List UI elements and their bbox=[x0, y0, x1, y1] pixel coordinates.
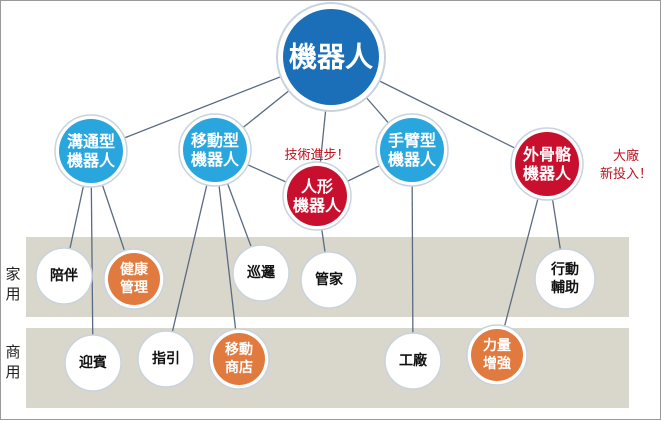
node-label-root: 機器人 bbox=[289, 41, 373, 74]
node-label-l8-1: 商店 bbox=[225, 359, 253, 376]
node-circle-l6 bbox=[69, 339, 117, 387]
node-label-c1-1: 機器人 bbox=[67, 151, 116, 170]
node-label-c3-0: 人形 bbox=[301, 177, 333, 196]
node-label-l3-0: 巡邏 bbox=[247, 264, 276, 281]
node-circle-l7 bbox=[142, 335, 190, 383]
node-circle-l2 bbox=[108, 253, 160, 305]
node-circle-l8 bbox=[213, 333, 265, 385]
vendor-note-2: 新投入！ bbox=[600, 166, 652, 182]
tech-progress-note: 技術進步！ bbox=[284, 148, 349, 163]
nodes: 機器人溝通型機器人移動型機器人人形機器人手臂型機器人外骨骼機器人陪伴健康管理巡邏… bbox=[35, 2, 596, 392]
commercial-use-label-1: 商 bbox=[5, 343, 20, 361]
node-label-l5-1: 輔助 bbox=[551, 279, 579, 296]
node-circle-l9 bbox=[389, 337, 437, 385]
node-circle-c1 bbox=[59, 119, 123, 183]
node-label-l5-0: 行動 bbox=[550, 261, 579, 278]
node-label-c4-0: 手臂型 bbox=[388, 131, 436, 150]
node-circle-c2 bbox=[183, 118, 247, 182]
home-use-label-2: 用 bbox=[5, 285, 20, 303]
node-label-l8-0: 移動 bbox=[225, 341, 253, 358]
node-l1: 陪伴 bbox=[35, 247, 93, 305]
node-label-l2-1: 管理 bbox=[120, 279, 148, 296]
node-label-c4-1: 機器人 bbox=[388, 150, 437, 169]
vendor-note-1: 大廠 bbox=[613, 148, 639, 164]
node-circle-c3 bbox=[287, 166, 347, 226]
node-label-l6-0: 迎賓 bbox=[79, 354, 107, 371]
node-label-l10-1: 增強 bbox=[483, 355, 511, 372]
commercial-use-band bbox=[26, 328, 629, 408]
node-l9: 工廠 bbox=[384, 332, 442, 390]
node-circle-l3 bbox=[237, 249, 285, 297]
node-circle-l5 bbox=[539, 253, 591, 305]
node-label-c2-1: 機器人 bbox=[191, 150, 240, 169]
node-l4: 管家 bbox=[300, 251, 358, 309]
node-label-c5-1: 機器人 bbox=[523, 164, 572, 183]
node-root: 機器人 bbox=[276, 2, 386, 112]
node-l7: 指引 bbox=[137, 330, 195, 388]
node-label-c3-1: 機器人 bbox=[293, 196, 342, 215]
node-label-l7-0: 指引 bbox=[152, 350, 180, 367]
node-circle-root bbox=[283, 9, 379, 105]
node-label-l1-0: 陪伴 bbox=[50, 267, 78, 284]
node-circle-l1 bbox=[40, 252, 88, 300]
commercial-use-label-2: 用 bbox=[5, 363, 20, 381]
node-circle-l4 bbox=[305, 256, 353, 304]
node-l6: 迎賓 bbox=[64, 334, 122, 392]
node-label-l10-0: 力量 bbox=[483, 337, 511, 354]
node-circle-c5 bbox=[515, 132, 579, 196]
node-label-l9-0: 工廠 bbox=[399, 352, 428, 369]
node-l3: 巡邏 bbox=[232, 244, 290, 302]
node-label-c5-0: 外骨骼 bbox=[522, 145, 572, 164]
node-label-c1-0: 溝通型 bbox=[67, 132, 115, 151]
node-label-c2-0: 移動型 bbox=[191, 131, 239, 150]
node-circle-c4 bbox=[380, 118, 444, 182]
node-label-l4-0: 管家 bbox=[315, 271, 344, 288]
home-use-label-1: 家 bbox=[5, 265, 20, 283]
node-circle-l10 bbox=[471, 329, 523, 381]
node-label-l2-0: 健康 bbox=[120, 261, 149, 278]
